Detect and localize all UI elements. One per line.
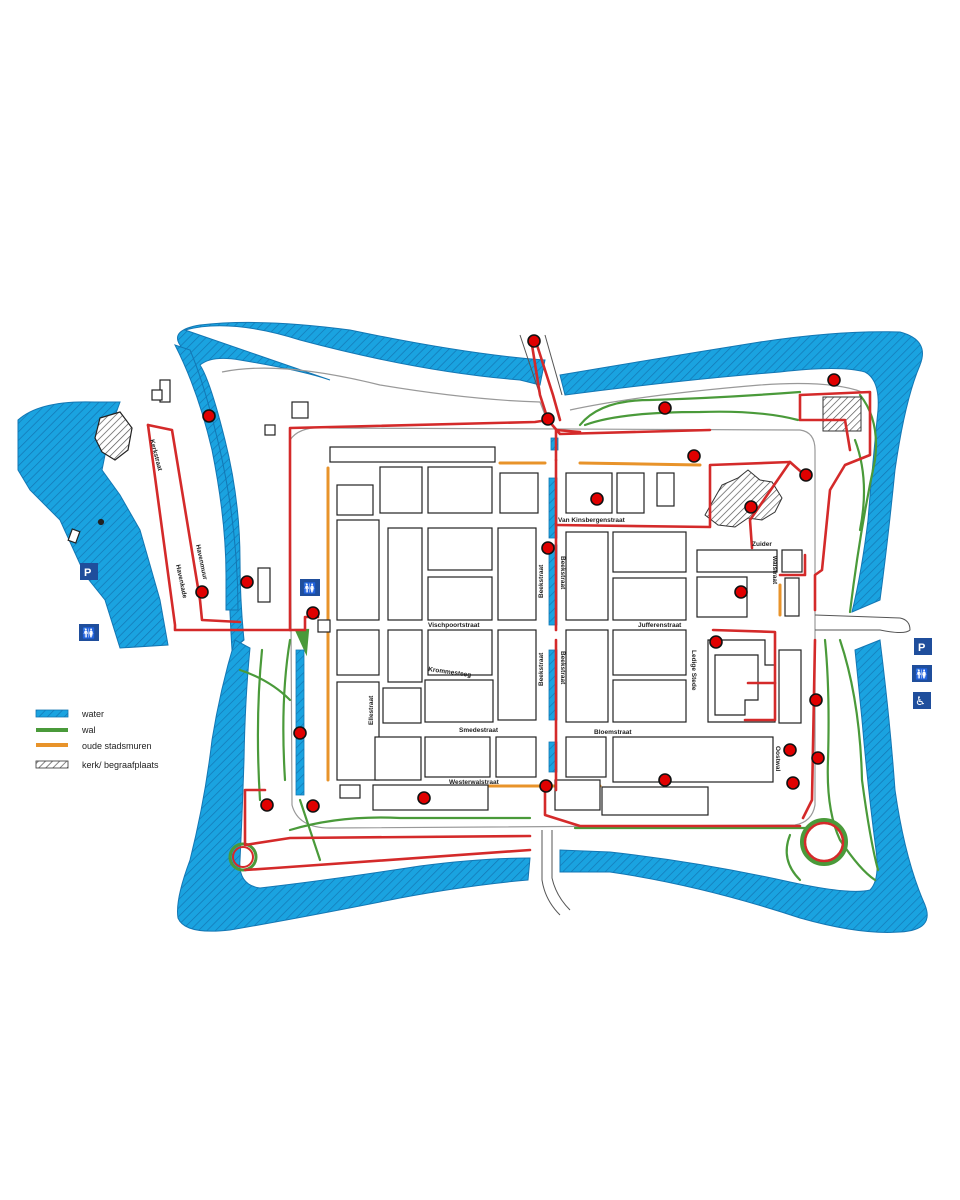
poi-marker[interactable] [658, 773, 672, 787]
poi-marker[interactable] [809, 693, 823, 707]
street-label-bloemstraat: Bloemstraat [594, 729, 632, 736]
poi-marker[interactable] [541, 412, 555, 426]
toilet-sign-center: 🚻 [300, 579, 320, 596]
poi-marker[interactable] [786, 776, 800, 790]
street-label-havenkade: Havenkade [174, 564, 188, 599]
street-label-westerwalstraat: Westerwalstraat [449, 779, 500, 786]
street-label-ellestraat: Ellestraat [368, 695, 375, 725]
street-label-beekstraat-mid: Beekstraat [559, 556, 566, 590]
poi-marker[interactable] [811, 751, 825, 765]
poi-marker[interactable] [658, 401, 672, 415]
toilet-icon: 🚻 [915, 668, 929, 681]
poi-marker[interactable] [744, 500, 758, 514]
street-label-smedestraat: Smedestraat [459, 727, 499, 734]
street-label-van-kinsbergenstraat: Van Kinsbergenstraat [558, 517, 626, 524]
toilet-icon: 🚻 [303, 582, 317, 595]
legend-label-wal: wal [81, 725, 96, 735]
street-label-oostwal: Oostwal [774, 746, 781, 771]
moat-northeast [559, 331, 923, 613]
poi-marker[interactable] [783, 743, 797, 757]
poi-marker[interactable] [799, 468, 813, 482]
street-label-jufferenstraat: Jufferenstraat [638, 622, 682, 629]
legend-swatch-old-walls [36, 743, 68, 747]
poi-marker[interactable] [734, 585, 748, 599]
moat-southeast [559, 639, 928, 933]
poi-marker[interactable] [827, 373, 841, 387]
poi-marker[interactable] [240, 575, 254, 589]
street-label-beekstraat-south-2: Beekstraat [559, 651, 566, 685]
parking-sign-east: P [914, 638, 932, 655]
toilet-sign-west: 🚻 [79, 624, 99, 641]
svg-text:P: P [918, 642, 925, 654]
street-label-beekstraat-north: Beekstraat [538, 564, 545, 598]
harbour-water [17, 401, 169, 649]
svg-text:P: P [84, 567, 91, 579]
poi-marker[interactable] [527, 334, 541, 348]
poi-marker[interactable] [417, 791, 431, 805]
street-label-ledige-stede: Ledige Stede [690, 650, 697, 691]
poi-marker[interactable] [202, 409, 216, 423]
poi-marker[interactable] [541, 541, 555, 555]
street-label-kerkstraat: Kerkstraat [148, 439, 163, 473]
map-legend: water wal oude stadsmuren kerk/ begraafp… [35, 709, 159, 770]
poi-marker[interactable] [709, 635, 723, 649]
poi-marker[interactable] [293, 726, 307, 740]
street-label-vischpoortstraat: Vischpoortstraat [428, 622, 480, 629]
poi-marker[interactable] [195, 585, 209, 599]
poi-markers[interactable] [195, 334, 841, 813]
wheelchair-icon: ♿ [915, 694, 926, 708]
poi-marker[interactable] [687, 449, 701, 463]
walking-route [146, 343, 872, 872]
accessible-sign-east: ♿ [913, 692, 931, 709]
fort-circles [228, 818, 848, 872]
legend-label-church: kerk/ begraafplaats [82, 760, 159, 770]
cemetery [822, 396, 862, 432]
legend-swatch-water [35, 709, 69, 718]
church-areas [704, 396, 862, 528]
street-label-zuider-walstraat: walstraat [771, 555, 778, 585]
roads [519, 334, 911, 916]
street-labels: Kerkstraat Havenmuur Havenkade Van Kinsb… [148, 439, 781, 786]
church-building [704, 469, 783, 528]
street-label-beekstraat-south-1: Beekstraat [538, 652, 545, 686]
legend-label-old-walls: oude stadsmuren [82, 741, 152, 751]
city-blocks [257, 401, 803, 816]
legend-swatch-church [35, 760, 69, 769]
toilet-icon: 🚻 [82, 627, 96, 640]
poi-marker[interactable] [260, 798, 274, 812]
wall-layer [238, 390, 880, 882]
street-label-zuider: Zuider [752, 541, 772, 548]
poi-marker[interactable] [306, 606, 320, 620]
poi-marker[interactable] [306, 799, 320, 813]
poi-marker[interactable] [590, 492, 604, 506]
parking-sign-west: P [80, 563, 98, 580]
harbour-buildings [67, 379, 171, 544]
poi-marker[interactable] [539, 779, 553, 793]
map-signs: P 🚻 🚻 P 🚻 ♿ [79, 563, 932, 709]
legend-swatch-wal [36, 728, 68, 732]
toilet-sign-east: 🚻 [912, 665, 932, 682]
legend-label-water: water [81, 709, 104, 719]
